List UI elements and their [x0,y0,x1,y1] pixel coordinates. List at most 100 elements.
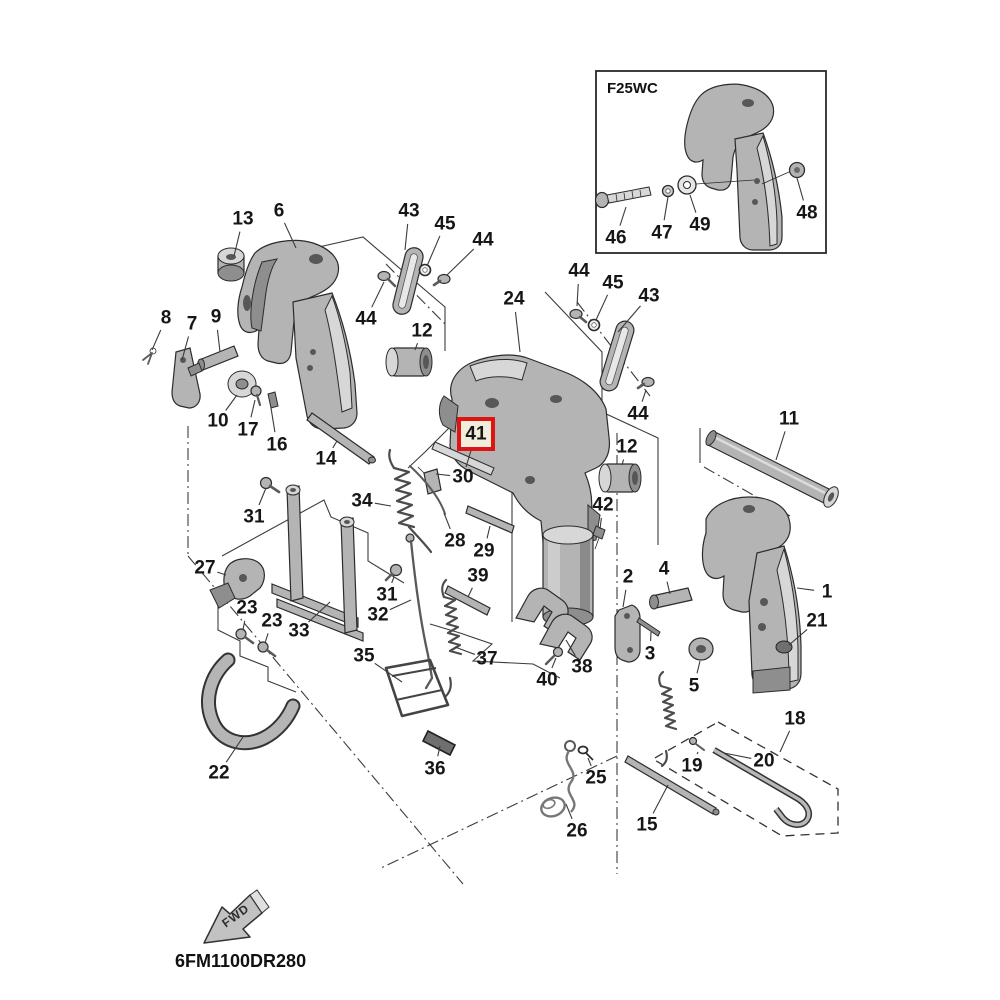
callout-44: 44 [568,261,590,282]
part-19-bolt [688,736,705,751]
leader-line-8 [151,329,162,351]
leader-line-15 [652,784,669,814]
part-35-stand [384,658,450,718]
leader-line-24 [514,311,521,353]
callout-12: 12 [616,437,637,458]
part-24-swivel-bracket [438,354,611,627]
leader-line-37 [454,646,476,655]
callout-46: 46 [605,228,626,249]
part-37-spring [441,578,463,698]
part-32-rod [405,533,434,690]
part-44-bolt-b [432,273,451,287]
leader-line-43 [404,223,409,251]
callout-28: 28 [444,531,465,552]
part-23-bolt-b [257,641,277,658]
leader-line-2 [622,589,627,608]
inset-clamp-bracket [684,83,783,251]
inset-title: F25WC [607,80,658,97]
leader-line-28 [443,512,451,530]
inset-part-47-washer [661,184,675,198]
callout-32: 32 [367,605,388,626]
highlight-box-41 [457,417,495,451]
callout-10: 10 [207,411,228,432]
leader-line-26 [565,803,573,820]
leader-line-4 [666,581,671,595]
callout-45: 45 [434,214,456,235]
leader-line-31 [391,576,395,584]
part-41-pin [431,441,495,476]
part-2-lever [614,604,641,663]
leader-line-45 [595,294,609,321]
leader-line-5 [696,660,701,674]
leader-line-29 [486,525,491,539]
part-17-bolt [250,385,262,407]
part-21-cap [775,640,793,654]
callout-1: 1 [822,582,833,603]
part-3-pin [636,617,661,637]
part-37-spring-b [658,670,678,768]
part-4-pin [649,587,693,610]
inset-part-46-bolt [594,186,652,209]
leader-line-6 [283,222,297,249]
part-39-rod [444,585,491,616]
leader-line-30 [435,473,451,477]
leader-line-20 [723,752,752,759]
part-5-grommet [688,637,714,661]
callout-30: 30 [452,467,473,488]
leader-line-31 [258,487,267,506]
leader-line-23 [242,620,246,631]
fwd-arrow: FWD [203,889,270,944]
callout-14: 14 [315,449,337,470]
part-11-tilt-tube [705,430,839,508]
leader-line-13 [233,231,241,257]
part-23-bolt-a [235,628,255,645]
leader-line-32 [389,599,412,611]
highlighted-callout-41: 41 [465,424,487,445]
part-30-bracket-piece [417,466,442,495]
part-1-clamp-bracket [701,496,802,694]
leader-line-47 [663,196,669,221]
leader-line-21 [788,629,808,646]
leader-line-17 [250,399,256,418]
part-40-bolt [544,646,564,666]
leader-line-23 [264,633,269,644]
callout-44: 44 [627,404,649,425]
leader-line-44 [641,389,647,402]
leader-line-9 [216,329,221,353]
callout-44: 44 [355,309,377,330]
callout-22: 22 [208,763,229,784]
part-8-cotter-pin [142,347,157,365]
leader-line-12 [621,459,625,466]
callout-40: 40 [536,670,557,691]
callout-39: 39 [467,566,488,587]
callout-12: 12 [411,321,432,342]
leader-line-22 [225,736,244,763]
callout-35: 35 [353,646,375,667]
part-12-bushing-right [598,463,642,493]
part-6-clamp-bracket [237,239,358,430]
leader-line-45 [426,235,441,267]
callout-24: 24 [503,289,525,310]
leader-line-14 [332,440,338,449]
leader-line-1 [796,587,815,591]
part-34-spring [388,448,433,554]
leader-line-35 [374,662,403,683]
leader-line-36 [437,745,441,757]
part-42-clip [592,525,606,550]
leader-line-33 [308,601,331,623]
callout-26: 26 [566,821,587,842]
part-31-bolt-upper [259,476,281,494]
callout-3: 3 [645,644,656,665]
part-14-rod [306,412,376,465]
leader-line-44 [446,248,475,276]
callout-17: 17 [237,420,258,441]
callout-19: 19 [681,756,702,777]
callout-15: 15 [636,815,658,836]
part-28-rod [409,465,446,515]
part-44-bolt-c [569,308,588,324]
callout-27: 27 [194,558,215,579]
part-29-rod [465,505,515,534]
callout-23: 23 [236,598,257,619]
inset-part-48-nut [788,161,806,179]
